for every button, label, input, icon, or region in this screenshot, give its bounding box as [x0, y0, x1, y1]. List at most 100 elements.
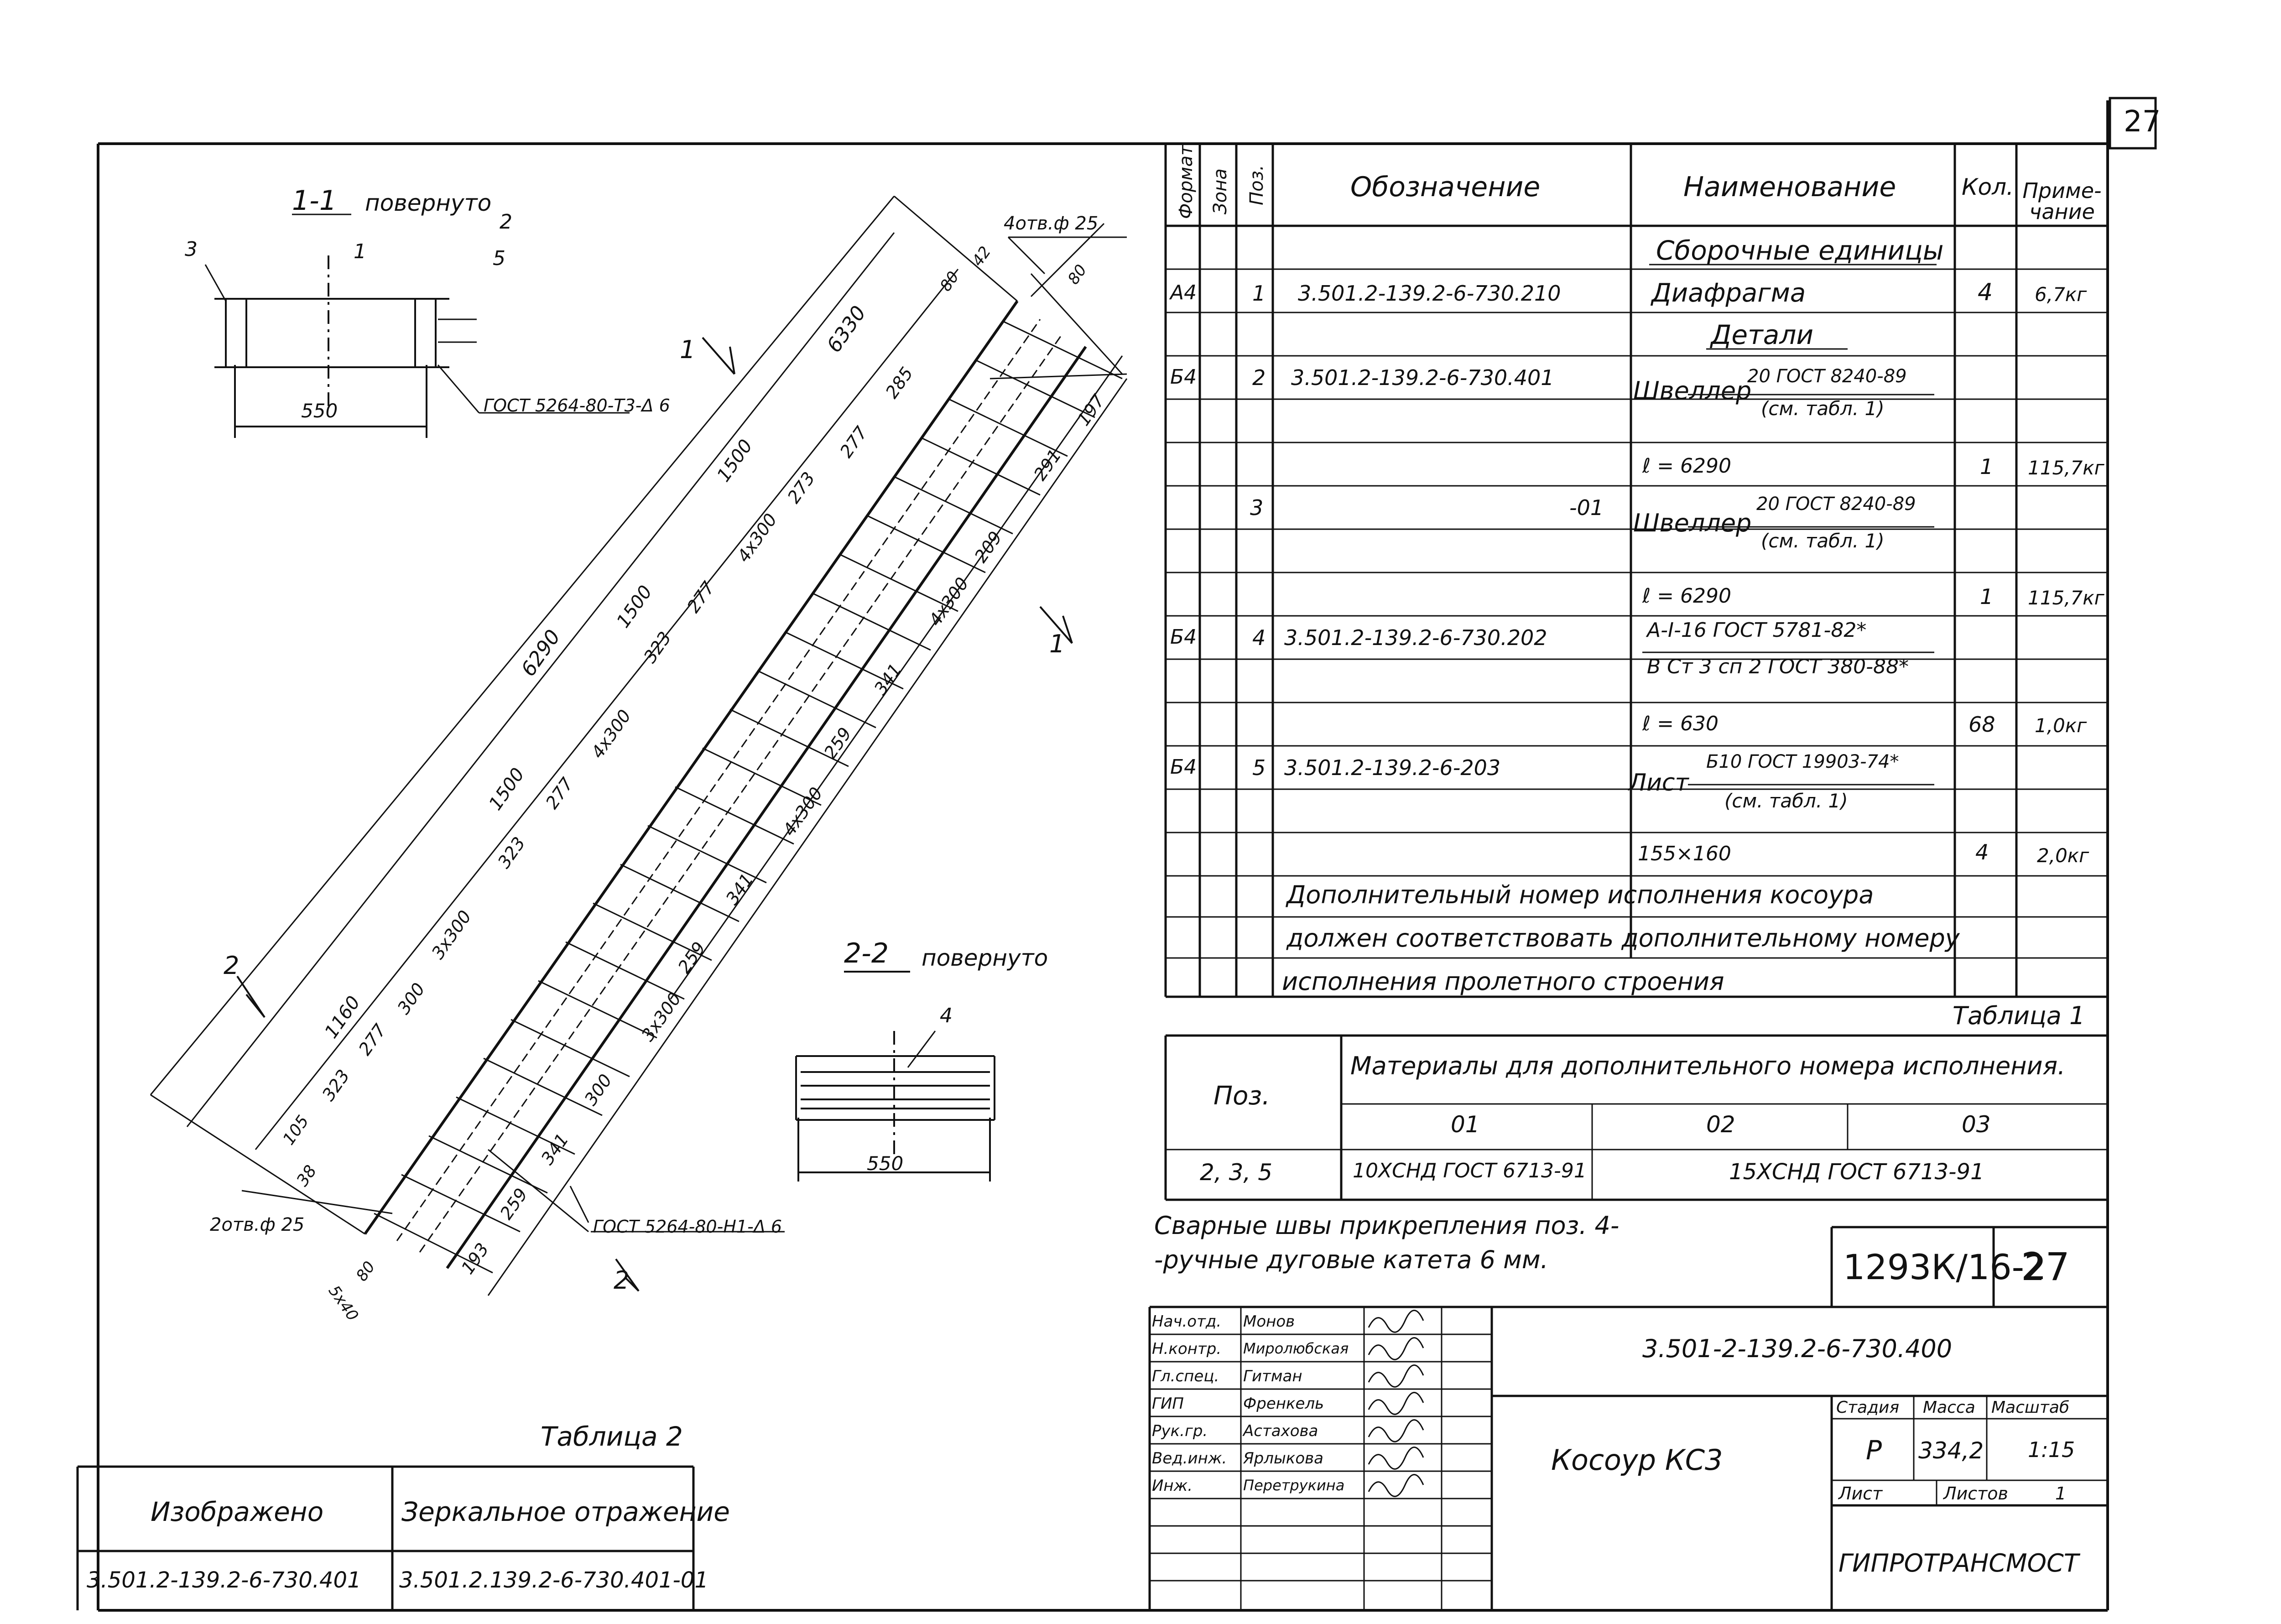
header-name: Наименование — [1683, 171, 1896, 203]
row5-format: Б4 — [1170, 755, 1197, 779]
table1-row-0203: 15ХСНД ГОСТ 6713-91 — [1729, 1159, 1984, 1185]
row5-note: 2,0кг — [2037, 844, 2089, 867]
header-format: Формат — [1176, 145, 1197, 219]
row3-length: ℓ = 6290 — [1642, 584, 1731, 608]
row2-name: Швеллер — [1633, 376, 1752, 405]
mass-value: 334,2 — [1918, 1437, 1984, 1464]
staff-role: Вед.инж. — [1152, 1449, 1227, 1468]
table2-caption: Таблица 2 — [541, 1421, 683, 1452]
row5-qty: 4 — [1975, 840, 1989, 864]
staff-name: Миролюбская — [1243, 1340, 1349, 1357]
table1-row-pos: 2, 3, 5 — [1200, 1159, 1273, 1186]
table1-title: Материалы для дополнительного номера исп… — [1350, 1051, 2066, 1080]
callout-leaders — [241, 236, 1127, 1233]
row5-pos: 5 — [1252, 755, 1266, 780]
sheet-number: 27 — [2021, 1244, 2070, 1289]
section-mark-1-right: 1 — [1049, 630, 1065, 658]
section-2-dim: 550 — [867, 1152, 904, 1175]
table2-grid — [76, 1465, 695, 1610]
section-mark-2-bottom: 2 — [614, 1266, 630, 1295]
table2-header-shown: Изображено — [151, 1496, 324, 1527]
header-designation: Обозначение — [1350, 171, 1541, 203]
row4-pos: 4 — [1252, 625, 1266, 650]
row-parts: Детали — [1711, 319, 1814, 350]
row2-qty: 1 — [1980, 454, 1994, 479]
section-2-callout: 4 — [940, 1004, 953, 1027]
row4-format: Б4 — [1170, 625, 1197, 649]
row1-pos: 1 — [1252, 281, 1266, 306]
staff-name: Астахова — [1243, 1422, 1318, 1440]
section-2-subtitle: повернуто — [922, 945, 1048, 971]
staff-name: Ярлыкова — [1243, 1449, 1323, 1468]
sheet-corner-number: 27 — [2124, 105, 2161, 139]
callout-1: 1 — [354, 240, 366, 263]
row4-name-top: А-Ⅰ-16 ГОСТ 5781-82* — [1647, 619, 1867, 642]
row4-note: 1,0кг — [2035, 714, 2087, 737]
top-hole-note: 4отв.ф 25 — [1004, 213, 1099, 234]
spec-table-grid — [1164, 144, 2108, 1037]
row5-size: 155×160 — [1638, 842, 1731, 865]
row5-designation: 3.501.2-139.2-6-203 — [1284, 755, 1501, 780]
table1-row-01: 10ХСНД ГОСТ 6713-91 — [1353, 1159, 1587, 1182]
row2-length: ℓ = 6290 — [1642, 454, 1731, 478]
row-assembly-units: Сборочные единицы — [1656, 235, 1944, 266]
main-weld-note: ГОСТ 5264-80-Н1-Δ 6 — [593, 1217, 782, 1237]
spec-footnote-1: Дополнительный номер исполнения косоура — [1286, 880, 1874, 909]
spec-footnote-2: должен соответствовать дополнительному н… — [1286, 924, 1960, 953]
section-1-title: 1-1 — [292, 185, 337, 217]
row5-name-top: Б10 ГОСТ 19903-74* — [1706, 751, 1899, 772]
callout-3: 3 — [185, 238, 198, 261]
row1-name: Диафрагма — [1651, 278, 1806, 308]
stage-value: Р — [1866, 1435, 1882, 1466]
header-qty: Кол. — [1962, 174, 2014, 200]
row3-pos: 3 — [1250, 495, 1264, 520]
row5-name-bot: (см. табл. 1) — [1724, 790, 1848, 812]
table2-header-mirror: Зеркальное отражение — [401, 1496, 730, 1527]
sheet-label: Лист — [1838, 1483, 1883, 1504]
staff-role: Инж. — [1152, 1477, 1193, 1495]
callout-2: 2 — [500, 210, 512, 234]
row4-name-bot: В Ст 3 сп 2 ГОСТ 380-88* — [1647, 655, 1909, 678]
row3-note: 115,7кг — [2028, 587, 2104, 609]
table1-col-03: 03 — [1962, 1111, 1991, 1138]
table2-value-mirror: 3.501.2.139.2-6-730.401-01 — [399, 1567, 708, 1593]
row2-designation: 3.501.2-139.2-6-730.401 — [1291, 365, 1554, 390]
table1-grid — [1164, 1036, 2108, 1201]
header-pos: Поз. — [1246, 165, 1267, 205]
extension-lines — [150, 195, 1127, 1235]
row1-format: А4 — [1170, 281, 1197, 304]
section-1-sketch — [204, 213, 630, 438]
staff-role: Гл.спец. — [1152, 1367, 1219, 1385]
row1-qty: 4 — [1978, 279, 1993, 306]
staff-name: Гитман — [1243, 1367, 1302, 1385]
staff-role: Нач.отд. — [1152, 1312, 1222, 1331]
staff-name: Монов — [1243, 1312, 1295, 1331]
sheet-frame — [97, 97, 2157, 1612]
row3-designation: -01 — [1569, 495, 1604, 520]
object-name: Косоур КС3 — [1551, 1443, 1723, 1477]
callout-5: 5 — [493, 247, 505, 270]
row3-name: Швеллер — [1633, 509, 1752, 537]
title-designation: 3.501-2-139.2-6-730.400 — [1642, 1334, 1953, 1363]
stage-label: Стадия — [1836, 1398, 1900, 1417]
header-note: Приме-чание — [2022, 178, 2102, 224]
table2-value-shown: 3.501.2-139.2-6-730.401 — [87, 1567, 361, 1593]
weld-note-line-1: Сварные швы прикрепления поз. 4- — [1154, 1211, 1620, 1240]
staff-role: ГИП — [1152, 1395, 1184, 1413]
row2-note: 115,7кг — [2028, 457, 2104, 479]
section-arrows — [236, 337, 1073, 1292]
spec-footnote-3: исполнения пролетного строения — [1282, 967, 1724, 996]
bottom-hole-note: 2отв.ф 25 — [210, 1214, 305, 1235]
row2-name-bot: (см. табл. 1) — [1761, 397, 1885, 420]
section-1-weld-note: ГОСТ 5264-80-Т3-Δ 6 — [484, 396, 670, 416]
organization: ГИПРОТРАНСМОСТ — [1838, 1549, 2079, 1577]
row1-note: 6,7кг — [2035, 283, 2087, 306]
section-2-sketch — [795, 971, 995, 1182]
row4-length: ℓ = 630 — [1642, 712, 1719, 735]
row2-pos: 2 — [1252, 365, 1266, 390]
stringer-rungs — [374, 321, 1123, 1274]
section-mark-1-top: 1 — [680, 335, 696, 364]
staff-name: Перетрукина — [1243, 1477, 1345, 1494]
row1-designation: 3.501.2-139.2-6-730.210 — [1298, 281, 1561, 306]
